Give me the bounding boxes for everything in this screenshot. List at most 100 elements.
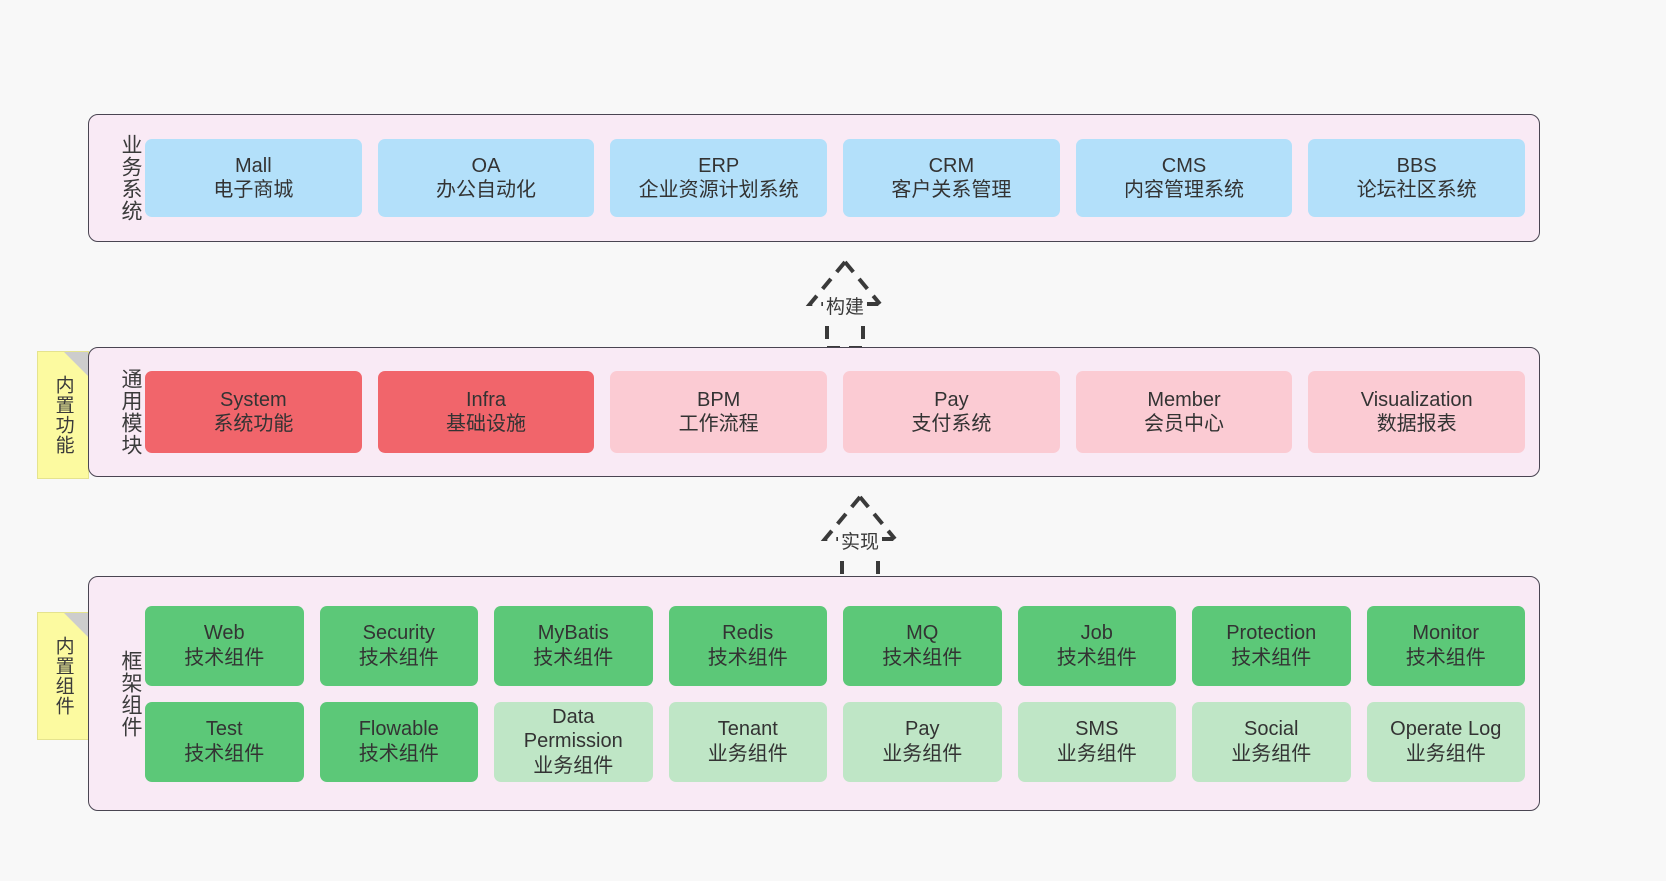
connector-implement: 实现 (820, 495, 970, 585)
box-title: MyBatis (537, 622, 609, 645)
box-title: System (219, 388, 287, 411)
box-subtitle: 数据报表 (1376, 413, 1457, 435)
box-title: Redis (722, 622, 774, 645)
box-job[interactable]: Job 技术组件 (1017, 605, 1176, 686)
box-title: Operate Log (1390, 718, 1502, 741)
box-subtitle: 业务组件 (533, 754, 614, 777)
box-title: Job (1080, 622, 1113, 645)
note-builtin-function: 内置功能 (37, 351, 89, 479)
box-title: Data Permission (523, 705, 623, 753)
box-title: BPM (697, 388, 741, 411)
layer-title-framework-components: 框架组件 (119, 649, 142, 738)
box-title: OA (471, 154, 501, 177)
box-subtitle: 业务组件 (1405, 742, 1486, 765)
box-row: Mall 电子商城 OA 办公自动化 ERP 企业资源计划系统 CRM 客户关系… (145, 115, 1526, 241)
box-mall[interactable]: Mall 电子商城 (145, 139, 362, 217)
box-bbs[interactable]: BBS 论坛社区系统 (1308, 139, 1526, 217)
layer-title-business-systems: 业务系统 (119, 134, 142, 222)
box-social[interactable]: Social 业务组件 (1192, 701, 1351, 782)
box-subtitle: 内容管理系统 (1124, 179, 1245, 201)
box-protection[interactable]: Protection 技术组件 (1192, 605, 1351, 686)
box-pay-component[interactable]: Pay 业务组件 (843, 701, 1002, 782)
box-subtitle: 技术组件 (1405, 646, 1486, 669)
box-title: MQ (906, 622, 939, 645)
box-subtitle: 技术组件 (882, 646, 963, 669)
box-data-permission[interactable]: Data Permission 业务组件 (494, 701, 653, 782)
box-redis[interactable]: Redis 技术组件 (668, 605, 827, 686)
box-subtitle: 技术组件 (1056, 646, 1137, 669)
box-title: Tenant (717, 718, 778, 741)
box-bpm[interactable]: BPM 工作流程 (610, 371, 828, 453)
box-title: CRM (928, 154, 975, 177)
box-subtitle: 技术组件 (358, 646, 439, 669)
box-erp[interactable]: ERP 企业资源计划系统 (610, 139, 828, 217)
note-fold-icon (64, 613, 88, 637)
layer-framework-components: 框架组件 Web 技术组件 Security 技术组件 MyBatis 技术组件 (88, 576, 1540, 811)
box-subtitle: 业务组件 (882, 742, 963, 765)
box-crm[interactable]: CRM 客户关系管理 (843, 139, 1060, 217)
box-system[interactable]: System 系统功能 (145, 371, 362, 453)
layer-common-modules: 通用模块 System 系统功能 Infra 基础设施 BPM 工作流程 Pay… (88, 347, 1540, 477)
box-subtitle: 技术组件 (184, 742, 265, 765)
box-title: Member (1147, 388, 1221, 411)
box-title: Social (1244, 718, 1299, 741)
box-security[interactable]: Security 技术组件 (319, 605, 478, 686)
box-member[interactable]: Member 会员中心 (1075, 371, 1293, 453)
box-title: Web (203, 622, 245, 645)
box-subtitle: 业务组件 (707, 742, 788, 765)
box-subtitle: 技术组件 (533, 646, 614, 669)
box-subtitle: 工作流程 (678, 413, 759, 435)
note-fold-icon (64, 352, 88, 376)
box-title: Infra (465, 388, 507, 411)
box-subtitle: 技术组件 (707, 646, 788, 669)
box-title: BBS (1396, 154, 1437, 177)
box-test[interactable]: Test 技术组件 (145, 701, 304, 782)
box-title: CMS (1161, 154, 1207, 177)
box-operate-log[interactable]: Operate Log 业务组件 (1366, 701, 1525, 782)
box-tenant[interactable]: Tenant 业务组件 (668, 701, 827, 782)
box-row: Test 技术组件 Flowable 技术组件 Data Permission … (145, 701, 1525, 782)
box-subtitle: 支付系统 (911, 413, 992, 435)
note-label: 内置组件 (52, 636, 74, 716)
box-sms[interactable]: SMS 业务组件 (1017, 701, 1176, 782)
box-title: Visualization (1360, 388, 1473, 411)
note-label: 内置功能 (52, 375, 74, 455)
box-subtitle: 技术组件 (184, 646, 265, 669)
layer-body-framework-components: Web 技术组件 Security 技术组件 MyBatis 技术组件 Redi… (141, 577, 1539, 810)
box-infra[interactable]: Infra 基础设施 (377, 371, 595, 453)
box-title: Test (205, 718, 243, 741)
box-visualization[interactable]: Visualization 数据报表 (1308, 371, 1526, 453)
connector-implement-label: 实现 (837, 527, 883, 554)
box-subtitle: 论坛社区系统 (1356, 179, 1477, 201)
box-mybatis[interactable]: MyBatis 技术组件 (494, 605, 653, 686)
box-title: Mall (235, 154, 272, 177)
box-oa[interactable]: OA 办公自动化 (377, 139, 595, 217)
box-row: Web 技术组件 Security 技术组件 MyBatis 技术组件 Redi… (145, 605, 1525, 686)
box-title: Monitor (1412, 622, 1480, 645)
box-web[interactable]: Web 技术组件 (145, 605, 304, 686)
layer-body-common-modules: System 系统功能 Infra 基础设施 BPM 工作流程 Pay 支付系统… (141, 348, 1539, 476)
box-cms[interactable]: CMS 内容管理系统 (1075, 139, 1293, 217)
layer-body-business-systems: Mall 电子商城 OA 办公自动化 ERP 企业资源计划系统 CRM 客户关系… (141, 115, 1539, 241)
box-subtitle: 电子商城 (213, 179, 294, 201)
box-subtitle: 技术组件 (358, 742, 439, 765)
box-row: System 系统功能 Infra 基础设施 BPM 工作流程 Pay 支付系统… (145, 348, 1526, 476)
box-flowable[interactable]: Flowable 技术组件 (319, 701, 478, 782)
box-subtitle: 企业资源计划系统 (638, 179, 799, 201)
box-title: ERP (698, 154, 740, 177)
box-subtitle: 办公自动化 (436, 179, 536, 201)
box-pay-module[interactable]: Pay 支付系统 (843, 371, 1060, 453)
box-subtitle: 会员中心 (1144, 413, 1225, 435)
box-grid: Web 技术组件 Security 技术组件 MyBatis 技术组件 Redi… (145, 577, 1525, 810)
box-title: Pay (905, 718, 940, 741)
layer-title-common-modules: 通用模块 (119, 368, 142, 456)
box-title: Flowable (358, 718, 439, 741)
box-subtitle: 技术组件 (1231, 646, 1312, 669)
note-builtin-component: 内置组件 (37, 612, 89, 740)
box-subtitle: 客户关系管理 (891, 179, 1012, 201)
box-title: Protection (1226, 622, 1317, 645)
box-monitor[interactable]: Monitor 技术组件 (1366, 605, 1525, 686)
layer-business-systems: 业务系统 Mall 电子商城 OA 办公自动化 ERP 企业资源计划系统 CRM… (88, 114, 1540, 242)
box-mq[interactable]: MQ 技术组件 (843, 605, 1002, 686)
